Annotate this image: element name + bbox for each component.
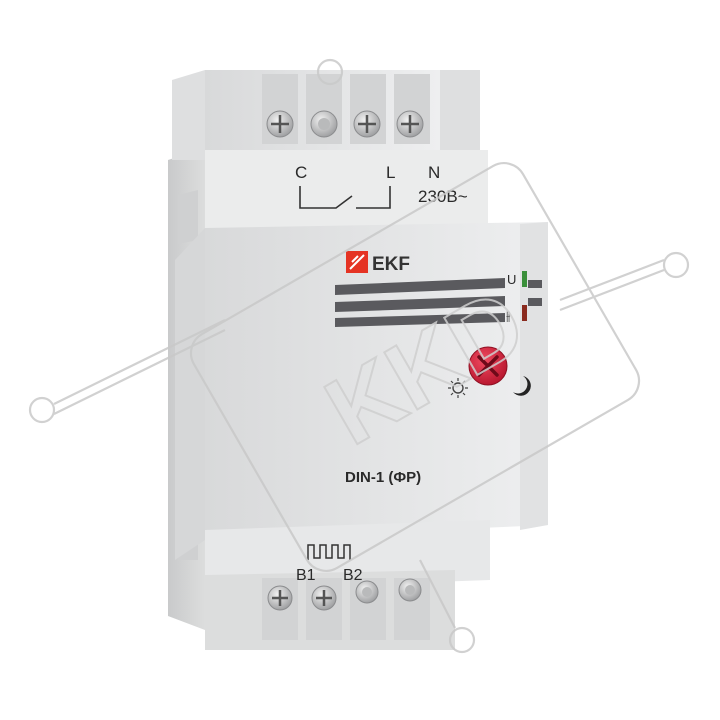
brand-name: EKF xyxy=(372,254,410,275)
led-u-indicator xyxy=(522,271,527,287)
screw-icon xyxy=(311,585,337,611)
sun-icon xyxy=(448,378,468,398)
screw-icon xyxy=(267,585,293,611)
brand-logo: EKF xyxy=(346,251,410,275)
indicator-panel: U ⫲ xyxy=(506,271,527,323)
screw-icon xyxy=(398,578,422,602)
screw-icon xyxy=(353,110,381,138)
terminal-l-label: L xyxy=(386,163,395,182)
indicator-u-label: U xyxy=(507,272,516,287)
moon-icon xyxy=(513,376,531,396)
model-label: DIN-1 (ФР) xyxy=(345,469,421,486)
screw-icon xyxy=(396,110,424,138)
upper-label-plate: C L N 230В~ xyxy=(205,150,488,228)
terminal-c-label: C xyxy=(295,163,307,182)
photo-sensor-icon xyxy=(307,544,351,560)
screw-icon xyxy=(310,110,338,138)
led-relay-indicator xyxy=(522,305,527,321)
terminal-b2-label: B2 xyxy=(343,567,363,584)
front-stripes xyxy=(335,278,542,327)
screw-icon xyxy=(355,580,379,604)
terminal-n-label: N xyxy=(428,163,440,182)
voltage-label: 230В~ xyxy=(418,187,468,206)
contact-schematic-icon xyxy=(299,186,391,209)
indicator-relay-label: ⫲ xyxy=(506,308,510,323)
screw-icon xyxy=(266,110,294,138)
lower-housing xyxy=(205,520,490,650)
terminal-b1-label: B1 xyxy=(296,567,316,584)
adjust-knob-icon[interactable] xyxy=(468,346,508,386)
